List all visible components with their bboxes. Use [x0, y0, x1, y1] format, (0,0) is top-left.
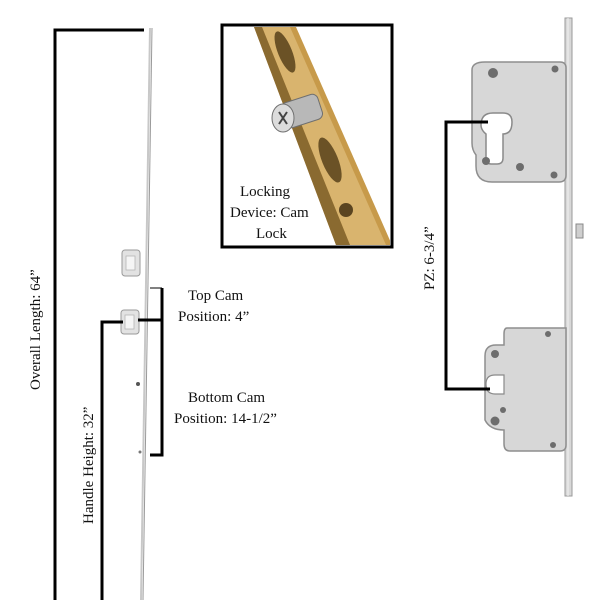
locking-label-line3: Lock	[256, 226, 287, 242]
locking-label-line2: Device: Cam	[230, 205, 309, 221]
pz-label: PZ: 6-3/4”	[422, 226, 438, 290]
overall-length-label: Overall Length: 64”	[28, 269, 44, 390]
lower-gearbox-plate	[484, 327, 567, 452]
lower-euro-cylinder-cutout	[485, 374, 505, 395]
top-cam-label-line1: Top Cam	[188, 288, 244, 304]
handle-height-label: Handle Height: 32”	[81, 407, 97, 524]
gearbox-assembly	[471, 17, 584, 497]
handle-height-bracket	[100, 320, 123, 600]
cam-position-bracket	[138, 288, 164, 457]
bottom-cam-label-line2: Position: 14-1/2”	[174, 411, 277, 427]
lock-strip-full	[120, 27, 153, 600]
upper-euro-cylinder-cutout	[480, 112, 513, 165]
bottom-cam-label-line1: Bottom Cam	[188, 390, 265, 406]
overall-length-bracket	[53, 28, 144, 600]
pz-bracket	[444, 120, 490, 391]
locking-device-closeup: Locking Device: Cam Lock	[220, 23, 394, 249]
top-cam-label-line2: Position: 4”	[178, 309, 249, 325]
locking-label-line1: Locking	[240, 184, 290, 200]
